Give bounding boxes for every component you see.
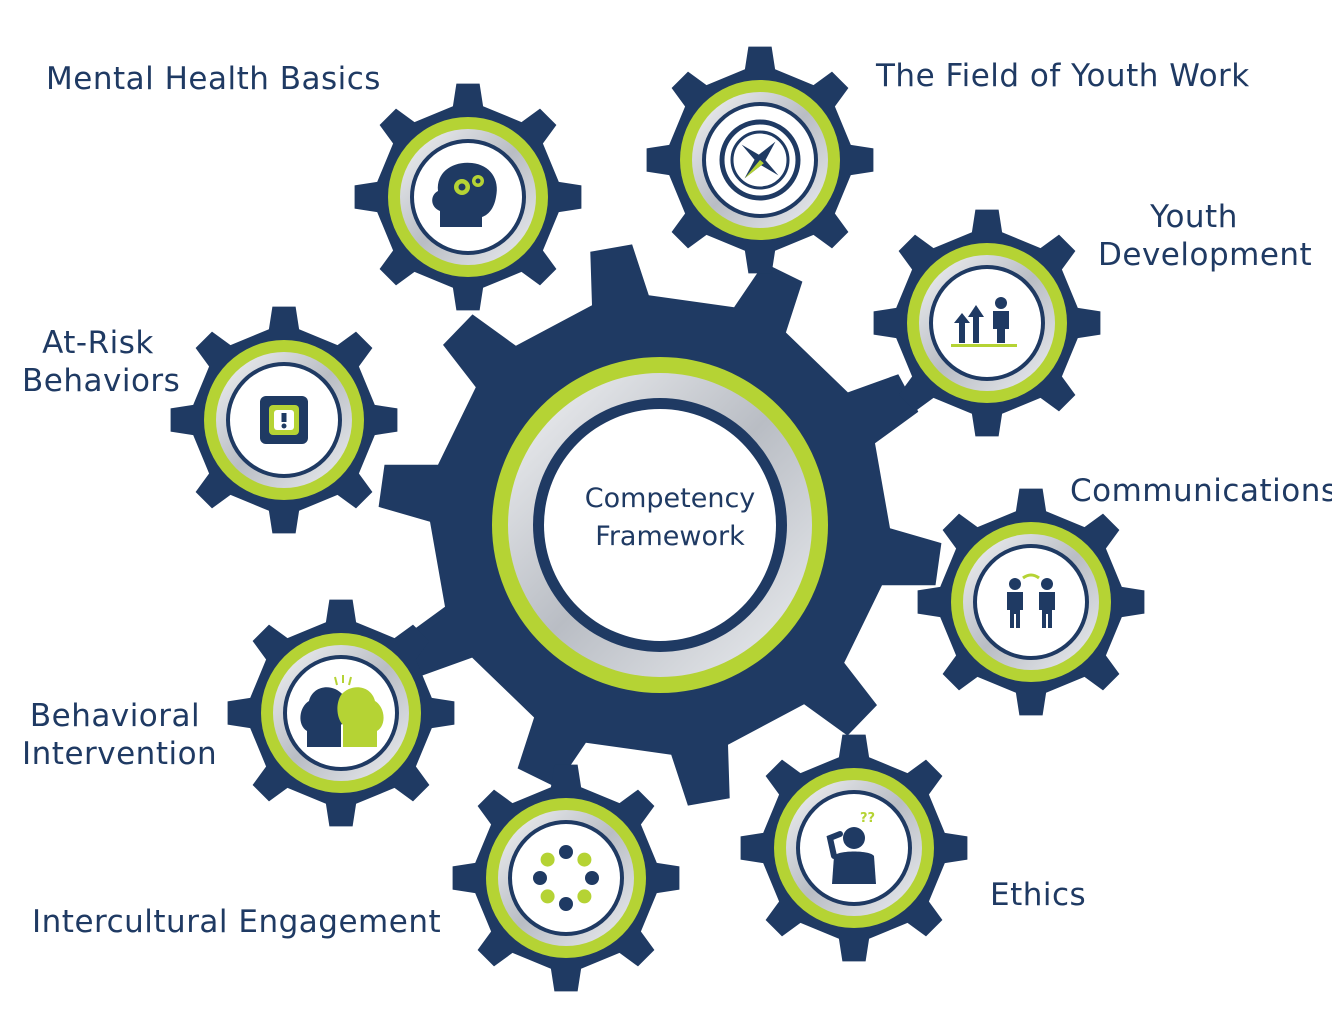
warning-sign-icon [260, 396, 308, 444]
gear-center [929, 265, 1045, 381]
person-dot [540, 852, 555, 867]
gear-center [508, 820, 624, 936]
main-gear [378, 244, 942, 806]
person-dot [577, 889, 592, 904]
gear-behavioral-intervention [227, 599, 455, 827]
label-at-risk-behaviors: At-Risk Behaviors [22, 324, 181, 400]
thinking-person-icon: ?? [826, 811, 876, 884]
two-heads-icon [300, 675, 384, 747]
head-gears-icon [432, 162, 497, 227]
center-title-line: Competency [584, 483, 756, 514]
two-people-talking-icon [1007, 573, 1055, 628]
label-mental-health-basics: Mental Health Basics [46, 60, 381, 98]
person-dot [585, 871, 599, 885]
gear-ethics: ?? [740, 734, 968, 962]
label-line: Behaviors [22, 363, 181, 399]
label-field-of-youth-work: The Field of Youth Work [876, 57, 1250, 95]
label-communications: Communications [1070, 472, 1332, 510]
gear-youth-development [873, 209, 1101, 437]
gear-center [973, 544, 1089, 660]
label-intercultural-engagement: Intercultural Engagement [32, 903, 441, 941]
label-youth-development: Youth Development [1098, 198, 1313, 274]
label-line: Intercultural Engagement [32, 904, 442, 940]
label-line: Ethics [990, 877, 1087, 913]
gear-field-of-youth-work [646, 46, 874, 274]
person-dot [533, 871, 547, 885]
label-line: At-Risk [42, 325, 154, 361]
label-line: Development [1098, 237, 1313, 273]
center-title: Competency Framework [540, 480, 800, 556]
center-title-line: Framework [595, 521, 745, 552]
person-dot [577, 852, 592, 867]
main-gear-center [544, 409, 776, 641]
gear-intercultural-engagement [452, 764, 680, 992]
label-ethics: Ethics [990, 876, 1086, 914]
label-line: Youth [1150, 199, 1238, 235]
people-circle-icon [533, 845, 599, 911]
person-dot [540, 889, 555, 904]
compass-icon [719, 119, 801, 201]
gear-mental-health-basics [354, 83, 582, 311]
label-behavioral-intervention: Behavioral Intervention [22, 697, 218, 773]
svg-text:??: ?? [860, 811, 875, 826]
label-line: Behavioral [29, 698, 201, 734]
gear-at-risk-behaviors [170, 306, 398, 534]
label-line: Intervention [22, 736, 218, 772]
label-line: Mental Health Basics [46, 61, 381, 97]
label-line: The Field of Youth Work [876, 58, 1250, 94]
person-dot [559, 897, 573, 911]
person-dot [559, 845, 573, 859]
gear-communications [917, 488, 1145, 716]
growth-arrows-person-icon [951, 297, 1017, 347]
label-line: Communications [1070, 473, 1332, 509]
